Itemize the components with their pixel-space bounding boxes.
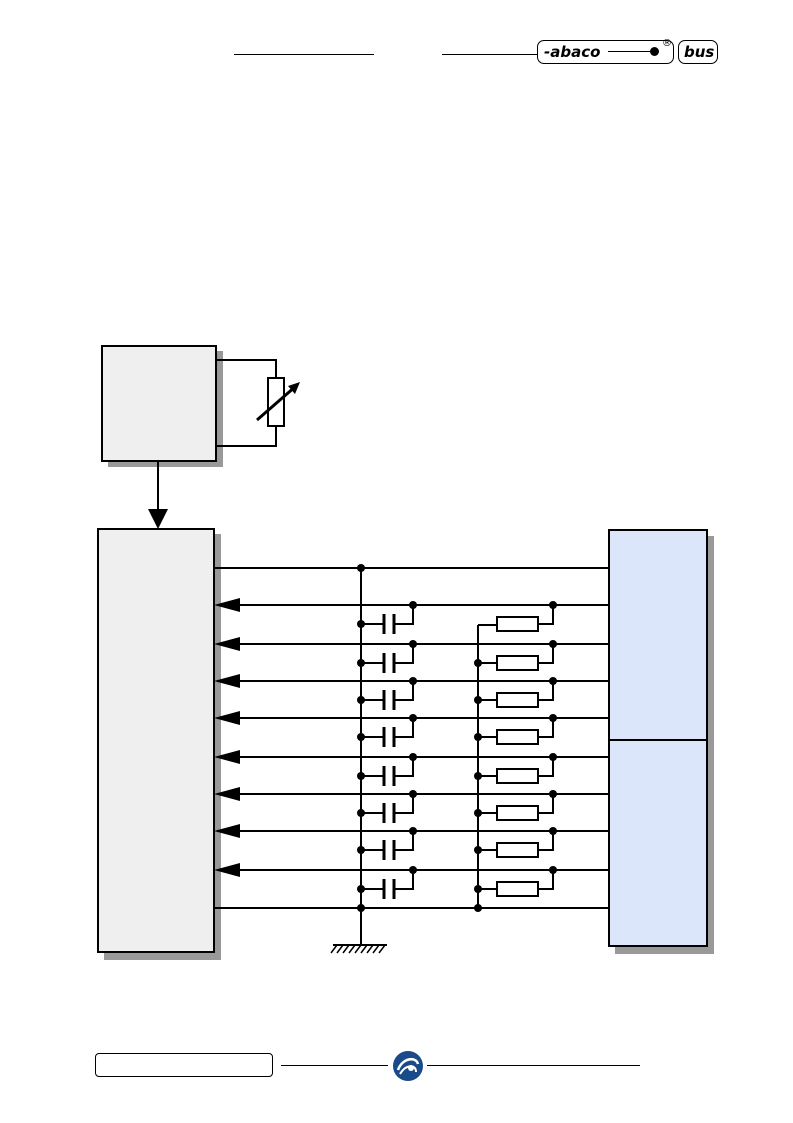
resistor-icon bbox=[496, 768, 539, 784]
junction-dot bbox=[474, 772, 482, 780]
junction-dot bbox=[357, 733, 365, 741]
arrow-left-icon bbox=[214, 824, 240, 838]
capacitor-lead bbox=[395, 644, 414, 664]
registered-mark: ® bbox=[662, 38, 672, 49]
capacitor-lead bbox=[395, 757, 414, 777]
arrow-left-icon bbox=[214, 598, 240, 612]
connector-block bbox=[608, 529, 708, 947]
junction-dot bbox=[357, 809, 365, 817]
variable-resistor-icon bbox=[216, 359, 300, 447]
resistor-lead bbox=[538, 831, 554, 851]
junction-dot bbox=[357, 904, 365, 912]
resistor-lead bbox=[538, 644, 554, 664]
resistor-icon bbox=[496, 692, 539, 708]
resistor-icon bbox=[496, 729, 539, 745]
footer-rule-left bbox=[281, 1065, 388, 1066]
resistor-lead bbox=[538, 718, 554, 738]
ground-icon bbox=[330, 944, 387, 954]
junction-dot bbox=[474, 885, 482, 893]
resistor-lead bbox=[538, 870, 554, 890]
junction-dot bbox=[474, 904, 482, 912]
junction-dot bbox=[357, 772, 365, 780]
abaco-logo: -abaco ® bbox=[537, 38, 674, 64]
footer-rule-right bbox=[427, 1065, 640, 1066]
capacitor-lead bbox=[395, 794, 414, 814]
capacitor-lead bbox=[395, 831, 414, 851]
resistor-icon bbox=[496, 842, 539, 858]
swirl-logo-icon bbox=[393, 1051, 423, 1081]
arrow-left-icon bbox=[214, 674, 240, 688]
junction-dot bbox=[357, 659, 365, 667]
junction-dot bbox=[474, 733, 482, 741]
junction-dot bbox=[357, 696, 365, 704]
abaco-logo-line bbox=[608, 51, 650, 52]
input-lines-group bbox=[214, 598, 609, 899]
junction-dot bbox=[357, 885, 365, 893]
arrow-left-icon bbox=[214, 863, 240, 877]
bus-logo: bus bbox=[678, 40, 718, 64]
abaco-logo-dot bbox=[650, 47, 659, 56]
capacitor-lead bbox=[395, 605, 414, 625]
junction-dot bbox=[474, 809, 482, 817]
header-rule-left bbox=[234, 54, 374, 55]
resistor-lead bbox=[538, 794, 554, 814]
capacitor-lead bbox=[395, 681, 414, 701]
header-rule-right bbox=[442, 54, 537, 55]
arrow-left-icon bbox=[214, 637, 240, 651]
capacitor-lead bbox=[395, 870, 414, 890]
arrow-left-icon bbox=[214, 750, 240, 764]
junction-dot bbox=[474, 659, 482, 667]
resistor-icon bbox=[496, 805, 539, 821]
top-block bbox=[101, 345, 217, 462]
junction-dot bbox=[474, 846, 482, 854]
junction-dot bbox=[474, 696, 482, 704]
resistor-lead bbox=[538, 605, 554, 625]
junction-dot bbox=[357, 846, 365, 854]
resistor-icon bbox=[496, 881, 539, 897]
resistor-lead bbox=[538, 757, 554, 777]
bus-logo-text: bus bbox=[684, 43, 715, 61]
main-block bbox=[97, 528, 215, 953]
footer-box bbox=[95, 1053, 273, 1077]
resistor-icon bbox=[496, 616, 539, 632]
resistor-lead bbox=[538, 681, 554, 701]
arrow-left-icon bbox=[214, 787, 240, 801]
abaco-logo-text: -abaco bbox=[544, 43, 601, 61]
capacitor-lead bbox=[395, 718, 414, 738]
junction-dot bbox=[357, 564, 365, 572]
resistor-icon bbox=[496, 655, 539, 671]
junction-dot bbox=[357, 620, 365, 628]
arrow-left-icon bbox=[214, 711, 240, 725]
